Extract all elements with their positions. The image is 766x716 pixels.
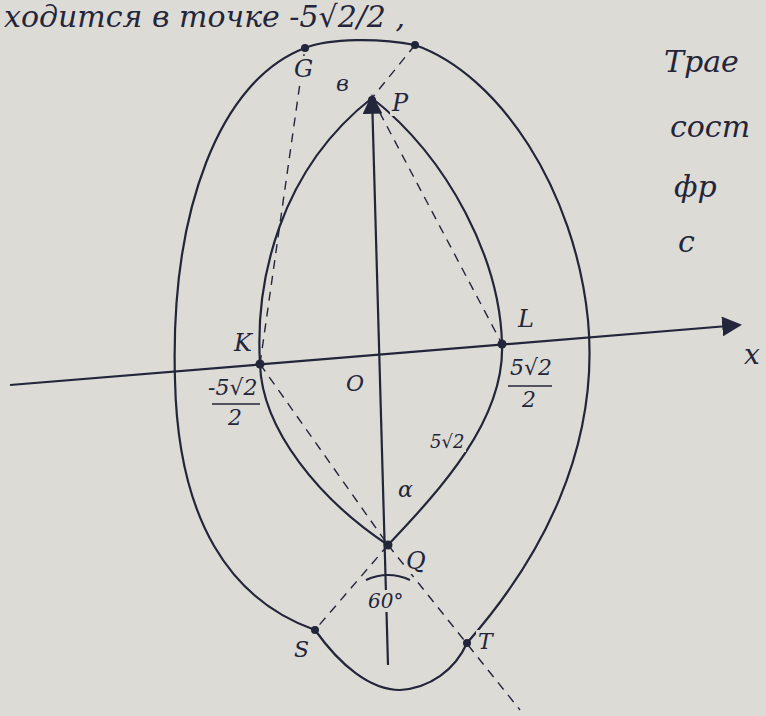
origin-label: O — [344, 372, 366, 396]
fraction-bar — [212, 403, 260, 405]
point — [411, 41, 419, 49]
dashed-line — [260, 364, 388, 545]
point-label: G — [292, 56, 315, 82]
dashed-line — [372, 98, 502, 344]
dashed-line — [388, 545, 520, 710]
point-label: Q — [404, 548, 428, 574]
inner-lens — [259, 98, 502, 545]
coordinate-label: -5√2 — [206, 376, 259, 400]
point-label: S — [292, 638, 311, 662]
angle-label: 60° — [366, 590, 405, 612]
dashed-line — [315, 545, 388, 630]
margin-note: сост — [668, 110, 752, 143]
point-label: P — [390, 90, 410, 116]
margin-note: с — [676, 225, 697, 258]
point-label: L — [516, 306, 536, 332]
dashed-line — [260, 48, 305, 364]
x-axis — [10, 325, 740, 385]
point — [368, 96, 376, 104]
coordinate-label: 5√2 — [508, 356, 554, 380]
point-label: K — [232, 330, 254, 356]
point — [384, 541, 393, 550]
outer-oval — [175, 40, 590, 690]
point — [256, 360, 265, 369]
coordinate-label: 2 — [226, 406, 244, 430]
point — [301, 44, 309, 52]
point — [311, 626, 319, 634]
heading-note: ходится в точке -5√2/2 , — [2, 0, 407, 33]
point-label: в — [334, 72, 351, 96]
coordinate-label: 2 — [520, 388, 538, 412]
point — [498, 340, 507, 349]
point-label: T — [476, 630, 495, 654]
angle-label: α — [396, 478, 415, 502]
fraction-bar — [508, 385, 552, 387]
margin-note: Трае — [662, 45, 741, 78]
point — [463, 639, 471, 647]
axis-label: x — [742, 340, 762, 371]
length-label: 5√2 — [428, 432, 466, 452]
y-axis — [372, 96, 388, 665]
angle-arc — [366, 575, 410, 580]
margin-note: фр — [672, 170, 719, 203]
